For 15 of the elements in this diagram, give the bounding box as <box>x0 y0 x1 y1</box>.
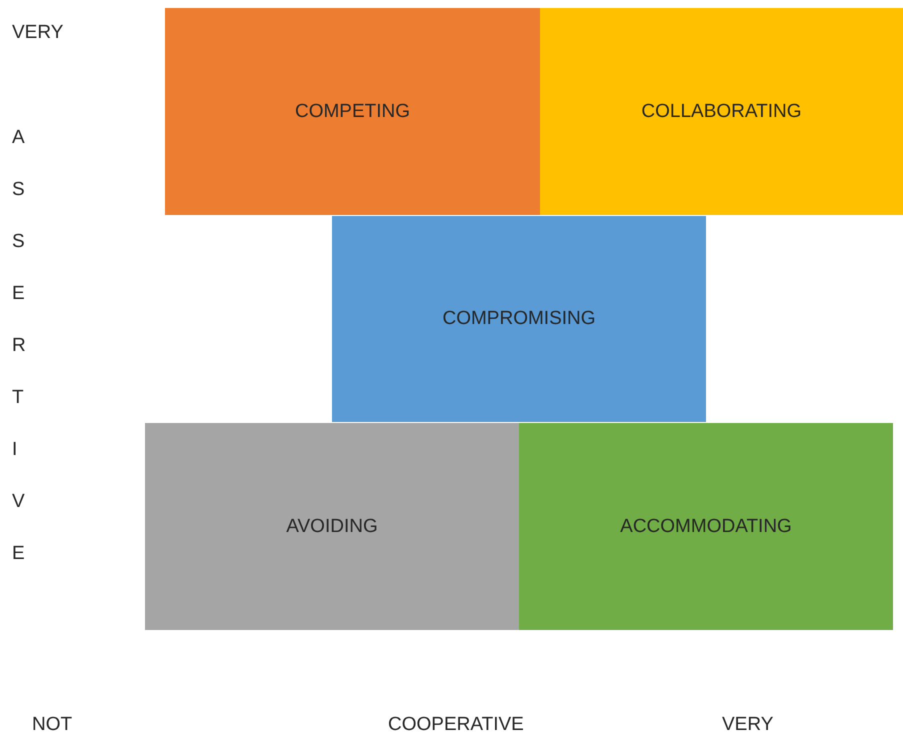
quadrant-box <box>332 216 706 422</box>
box-label: COMPETING <box>294 100 410 122</box>
axis-label: VERY <box>12 22 64 44</box>
quadrant-box <box>540 8 903 215</box>
axis-title: COOPERATIVE <box>388 714 524 734</box>
axis-label: NOT <box>32 714 72 734</box>
axis-label: VERY <box>722 714 774 734</box>
box-label: AVOIDING <box>286 516 378 538</box>
quadrant-box <box>519 423 893 630</box>
box-label: COMPROMISING <box>442 308 596 330</box>
quadrant-box <box>145 423 519 630</box>
quadrant-box <box>165 8 540 215</box>
box-label: ACCOMMODATING <box>620 516 792 538</box>
box-label: COLLABORATING <box>641 100 802 122</box>
axis-title: ASSERTIVE <box>12 126 27 566</box>
